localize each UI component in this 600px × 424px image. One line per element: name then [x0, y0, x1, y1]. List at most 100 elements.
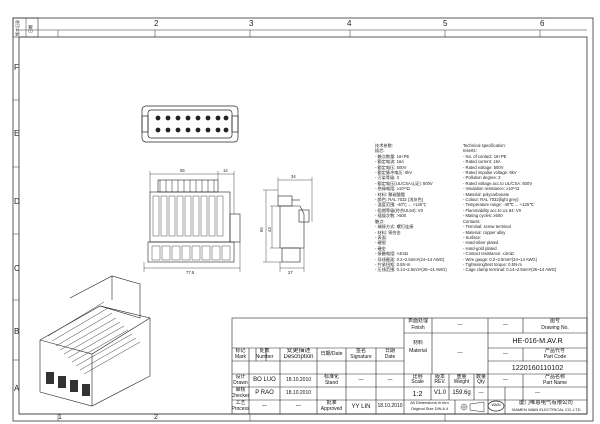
dim-side-height-outer: 65: [259, 227, 264, 232]
company-name-en: XIAMEN WAIN ELECTRICAL CO.,LTD: [511, 407, 581, 413]
spec-cn-line: - 导线截面: 0.2~2.5mm²(24~14 AWG): [375, 256, 445, 262]
scale-value: 1:2: [412, 388, 423, 398]
qty-label-cn: 数量: [475, 374, 486, 380]
stand-label-en: Stand: [324, 380, 339, 386]
spec-cn-line: - 颜色: RAL 7032 (浅灰色): [375, 197, 424, 203]
scale-label-en: Scale: [411, 379, 424, 385]
spec-cn-line: - 额定电压: 500V: [375, 164, 407, 170]
date-label-cn-2: 日期: [384, 348, 395, 354]
spec-list-en: Technical specification: Inserts: - No. …: [463, 143, 556, 273]
part-code-left-value: —: [503, 350, 508, 357]
rev-label-cn: 版本: [434, 374, 445, 380]
spec-cn-line: - 压线范围: 0.14~2.5mm²(26~14 AWG): [375, 267, 447, 273]
dim-side-width-bottom: 27: [288, 270, 293, 275]
zone-top-6: 6: [540, 19, 545, 28]
dim-side-width-top: 34: [291, 174, 296, 179]
spec-en-line: - Hard-silver plated: [463, 240, 499, 246]
spec-cn-line: - 拧紧扭矩: 0.5N·m: [375, 261, 411, 267]
spec-en-line: - Flammability acc.to UL 94: V0: [463, 207, 522, 213]
mark-label-cn: 标记: [235, 348, 246, 354]
spec-en-line: - Wire gauge: 0.2~2.5mm²(24~14 AWG): [463, 256, 538, 262]
date-label-cn: 日期: [320, 350, 331, 357]
spec-en-line: - Terminal: screw terminal: [463, 224, 511, 230]
spec-en-line: - Rated current: 16A: [463, 159, 501, 165]
spec-en-line: Contacts:: [463, 218, 481, 224]
drawn-label-en: Drawn: [233, 380, 248, 386]
part-name-label-cn: 产品名称: [544, 374, 565, 380]
process-value: —: [262, 403, 267, 410]
company-logo-mark: [487, 400, 505, 412]
spec-en-line: - Contact resistance: ≤4mΩ: [463, 251, 514, 257]
title-block-grid: [231, 317, 588, 415]
dim-front-width-bottom: 77.5: [186, 270, 195, 275]
zone-left-D: D: [14, 197, 20, 206]
stand-date: —: [387, 376, 393, 383]
spec-en-line: - Material: copper alloy: [463, 229, 506, 235]
checked-label-en: Checked: [232, 393, 249, 399]
checked-name: P RAO: [255, 390, 274, 397]
zone-left-C: C: [14, 264, 20, 273]
spec-en-line: - Rated voltage acc.to UL/CSA: 600V: [463, 180, 533, 186]
checked-label-cn: 审核: [235, 387, 246, 393]
note-original-size: Original Size DIN A 4: [410, 406, 449, 412]
drawing-no-left-value: —: [503, 321, 508, 328]
material-value: —: [457, 349, 463, 356]
spec-en-line: - Colour: RAL 7032(light grey): [463, 197, 519, 203]
zone-left-B: B: [14, 327, 20, 336]
part-code-label-en: Part Code: [543, 354, 567, 360]
process-label-en: Process: [232, 406, 249, 412]
part-name-value: —: [535, 389, 540, 396]
stand-label-cn: 标准化: [323, 374, 339, 380]
spec-cn-line: 触点:: [375, 218, 385, 224]
spec-cn-line: - 额定电压(UL/CSA认证): 600V: [375, 180, 433, 186]
signature-label-en: Signature: [350, 354, 372, 360]
weight-label-en: Weight: [453, 379, 470, 385]
dim-side-height-inner: 43: [267, 227, 272, 232]
drawing-no-label-cn: 图号: [549, 318, 560, 325]
checked-date: 18.10.2010: [285, 389, 312, 396]
zone-top-4: 4: [347, 19, 352, 28]
spec-cn-line: - 污染等级: 3: [375, 175, 399, 181]
number-label-cn: 处数: [259, 348, 270, 354]
rev-value: V1.0: [433, 390, 447, 397]
spec-cn-line: - 额定脉冲电压: 6kV: [375, 170, 413, 176]
weight-label-cn: 重量: [456, 374, 467, 380]
zone-bottom-2: 2: [154, 414, 158, 421]
spec-cn-line: - 硬金: [375, 245, 386, 251]
weight-value: 159.6g: [452, 390, 471, 397]
spec-cn-line: - 硬银: [375, 240, 386, 246]
spec-cn-line: - 插拔次数: >500: [375, 213, 407, 219]
date-label-en-2: Date: [384, 354, 396, 360]
spec-cn-line: 技术参数:: [375, 143, 393, 148]
number-label-en: Number: [255, 354, 274, 360]
part-code-label-cn: 产品代号: [544, 348, 565, 354]
zone-bottom-1: 1: [58, 414, 62, 421]
description-label-cn: 变更描述: [286, 348, 311, 354]
finish-label-cn: 表面处理: [407, 318, 428, 325]
spec-en-line: - Insulation resistance: ≥10¹⁰Ω: [463, 186, 520, 192]
spec-cn-line: - 绝缘电阻: ≥10¹⁰Ω: [375, 186, 410, 192]
spec-cn-line: - 材料: 聚碳酸酯: [375, 191, 406, 197]
projection-symbol: [460, 401, 485, 413]
front-view: [143, 171, 241, 272]
approved-label-en: Approved: [320, 406, 343, 412]
spec-en-line: - Material: polycarbonate: [463, 191, 510, 197]
spec-cn-line: - 温度范围: -40℃ ... +125℃: [375, 202, 427, 208]
company-logo-text: WAIN: [491, 403, 501, 408]
process-date: —: [296, 403, 301, 410]
spec-en-line: - Cage clamp terminal: 0.14~2.5mm²(26~14…: [463, 267, 557, 273]
material-label-cn: 材料: [412, 340, 423, 347]
spec-en-line: - Hard-gold plated: [463, 245, 497, 251]
dim-front-width-top: 55: [180, 168, 185, 173]
corner-stamp-date: 日期: [28, 25, 33, 33]
drawing-no-label-en: Drawing No.: [541, 325, 569, 332]
spec-en-line: - Temperature range: -40℃ ... +125℃: [463, 202, 534, 208]
zone-top-3: 3: [249, 19, 254, 28]
spec-en-line: - Tightening/test torque: 0.5N·m: [463, 261, 522, 267]
zone-left-E: E: [14, 129, 20, 138]
spec-en-line: Technical specification:: [463, 143, 506, 148]
qty-value: —: [478, 389, 484, 396]
spec-en-line: Inserts:: [463, 148, 477, 154]
spec-en-line: - No. of contact: 16+PE: [463, 153, 507, 159]
